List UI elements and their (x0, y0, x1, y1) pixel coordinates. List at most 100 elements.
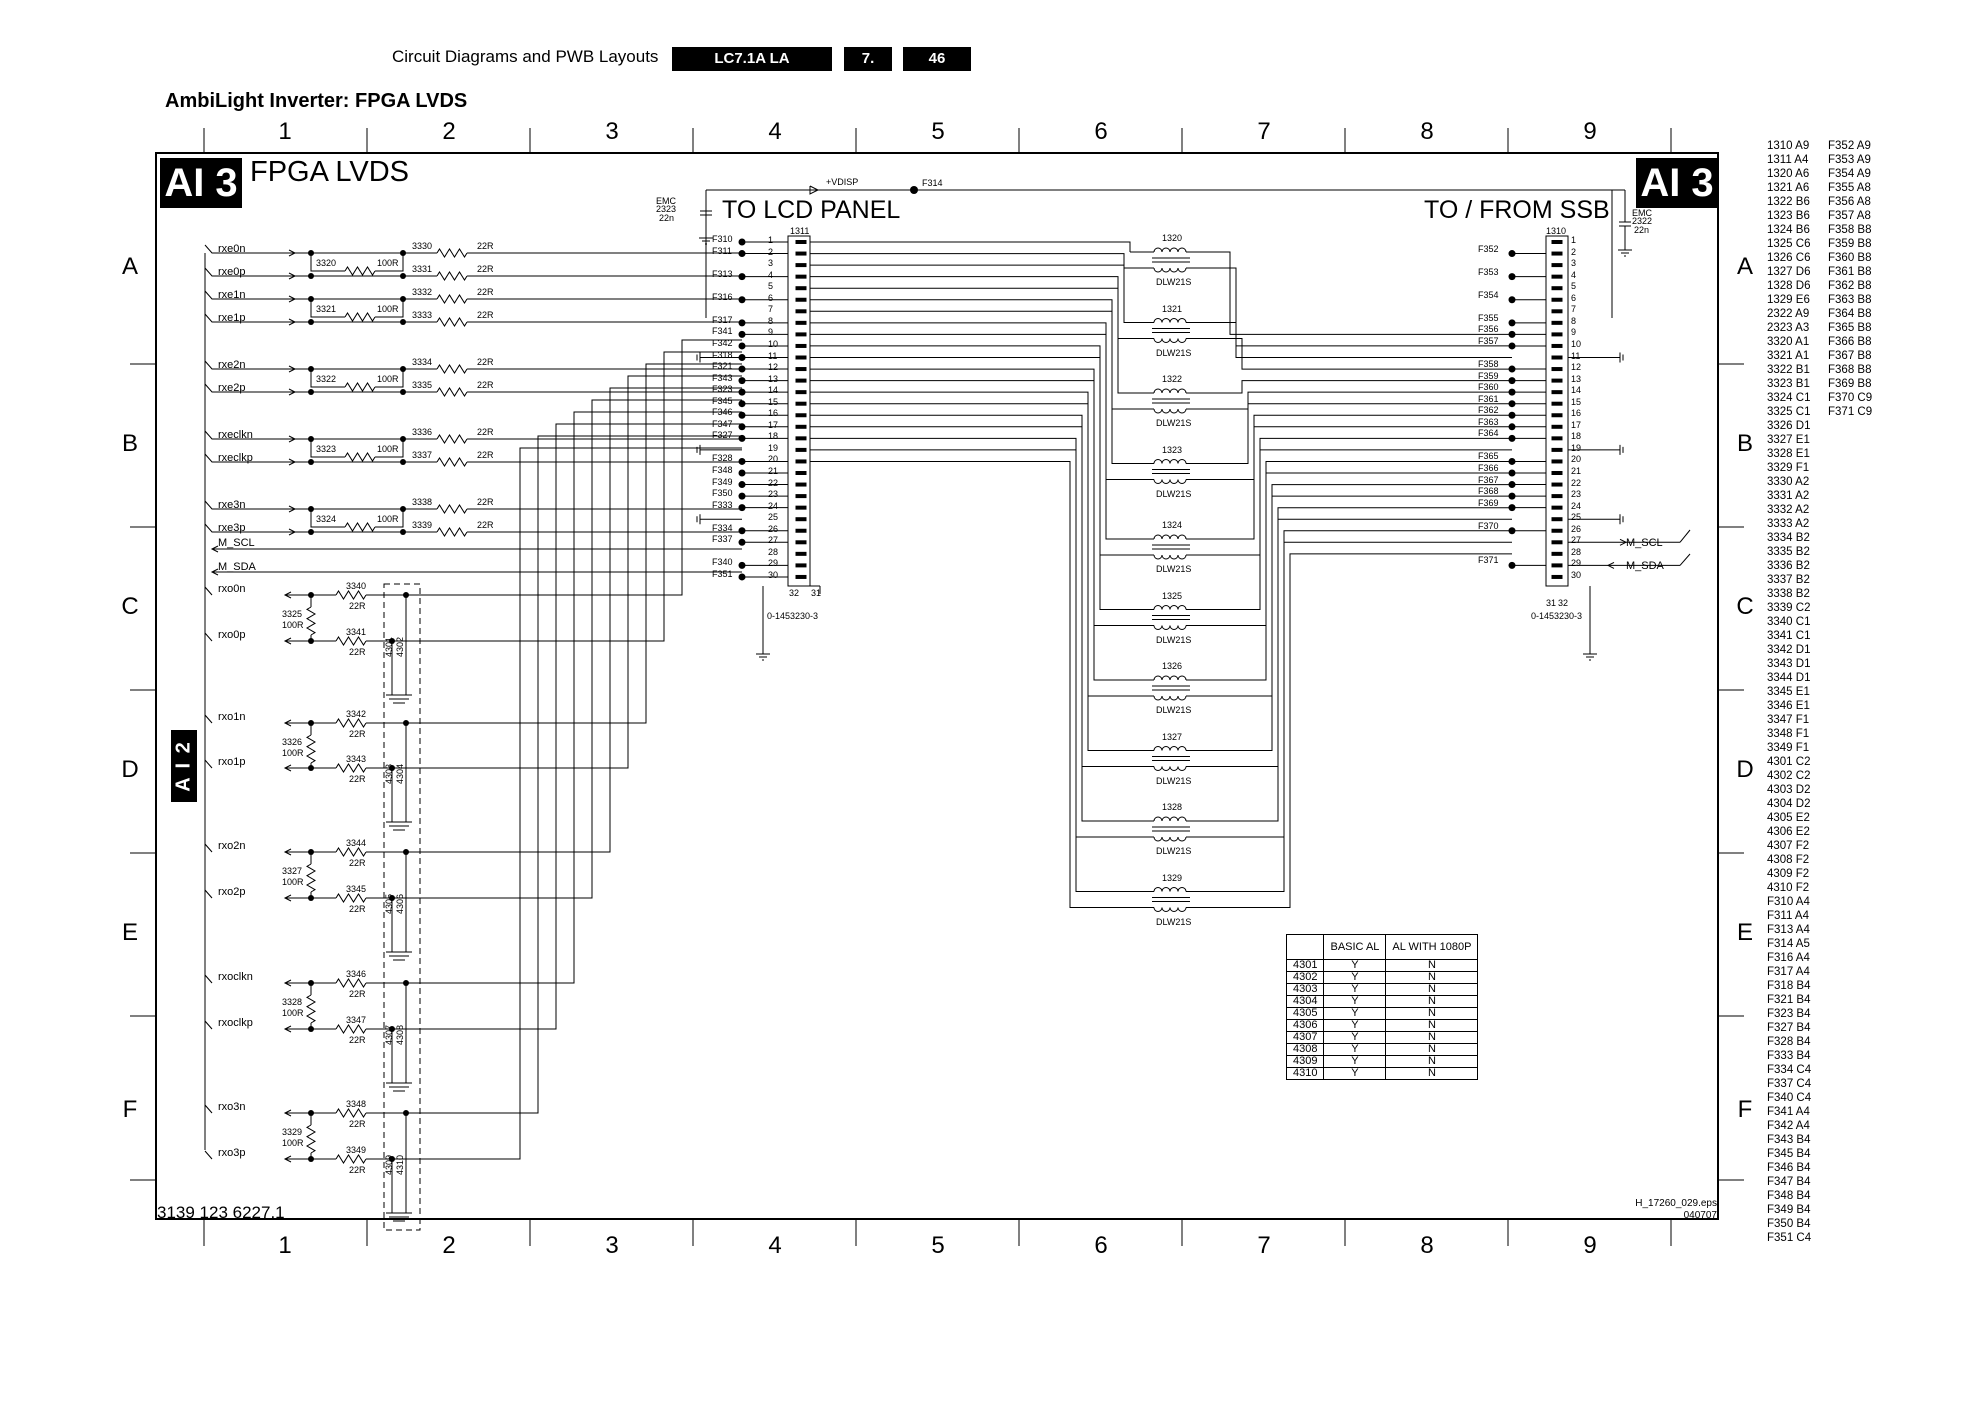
choke-1329-coil (1161, 887, 1171, 892)
header-model: LC7.1A LA (672, 47, 832, 71)
choke-wire (810, 403, 1130, 751)
diagram-badge-left: AI 3 (160, 158, 242, 208)
fuse-F347: F347 (712, 418, 733, 429)
cap-4309: 4309 (384, 1154, 394, 1175)
connector-1310-pin-number: 3 (1571, 258, 1577, 269)
config-header-cell: AL WITH 1080P (1385, 934, 1479, 960)
resistor-3344-ref: 3344 (346, 838, 367, 848)
choke-1320-coil (1153, 267, 1163, 273)
choke-wire (810, 287, 1130, 394)
connector-1311-pin (795, 424, 807, 429)
reference-entry: 3338 B2 (1767, 588, 1810, 600)
reference-entry: 3334 B2 (1767, 532, 1810, 544)
grid-col-bottom-8: 8 (1420, 1232, 1434, 1259)
connector-1311-pin-number: 12 (768, 362, 779, 373)
signal-rxo1p: rxo1p (218, 756, 246, 768)
choke-1328-coil (1153, 816, 1163, 822)
arrow (283, 1025, 292, 1033)
connector-1310-pin (1551, 401, 1563, 406)
resistor-3346 (335, 978, 367, 988)
connector-1310-pin-number: 12 (1571, 362, 1582, 373)
config-cell: Y (1323, 971, 1387, 984)
signal-rxe3p: rxe3p (218, 522, 246, 534)
choke-wire (1210, 461, 1512, 626)
choke-1326-coil (1169, 675, 1179, 681)
choke-1324-coil (1177, 534, 1187, 540)
connector-1311-pin-number: 2 (768, 246, 774, 257)
signal-rxo3p: rxo3p (218, 1147, 246, 1159)
signal-rxo1n: rxo1n (218, 711, 246, 723)
resistor-3331 (436, 271, 468, 281)
wire (375, 439, 404, 458)
grid-row-right-F: F (1737, 1096, 1753, 1123)
fuse-F345: F345 (712, 395, 733, 406)
reference-entry: F349 B4 (1767, 1204, 1811, 1216)
reference-entry: F366 B8 (1828, 336, 1872, 348)
reference-entry: F351 C4 (1767, 1232, 1812, 1244)
choke-1324-coil (1169, 554, 1179, 560)
fuse-F349: F349 (712, 476, 733, 487)
config-cell: 4304 (1285, 995, 1325, 1008)
cap-4301: 4301 (384, 636, 394, 657)
resistor-3336 (436, 434, 468, 444)
connector-1310-pin (1551, 390, 1563, 395)
grid-col-bottom-7: 7 (1257, 1232, 1271, 1259)
choke-1327-coil (1177, 746, 1187, 751)
choke-1328-coil (1169, 816, 1179, 822)
connector-1311-pin-number: 10 (768, 338, 779, 349)
fuse-F366: F366 (1478, 463, 1499, 473)
connector-1311-pin (795, 240, 807, 244)
choke-1320-coil (1161, 247, 1171, 253)
reference-entry: 3340 C1 (1767, 616, 1811, 628)
signal-arrow (204, 843, 213, 853)
connector-1310-pin (1551, 482, 1563, 487)
fuse-F313: F313 (712, 268, 733, 279)
choke-1321-coil (1153, 318, 1163, 323)
choke-1327-type: DLW21S (1156, 775, 1192, 786)
fuse-F350: F350 (712, 488, 733, 499)
connector-1310-pin-number: 19 (1571, 442, 1582, 453)
reference-entry: F362 B8 (1828, 280, 1872, 292)
config-cell: Y (1323, 1031, 1387, 1044)
choke-1320-coil (1153, 247, 1163, 253)
arrow (283, 848, 292, 856)
signal-rxo3n: rxo3n (218, 1101, 246, 1113)
connector-1310-pin-number: 22 (1571, 477, 1582, 488)
junction-dot (308, 459, 314, 465)
connector-1310 (1545, 235, 1569, 587)
reference-entry: F363 B8 (1828, 294, 1872, 306)
eps-label: H_17260_029.eps 040707 (1635, 1198, 1717, 1221)
connector-1311-pin (795, 528, 807, 533)
resistor-3323 (344, 452, 376, 462)
fuse-F361: F361 (1478, 393, 1499, 404)
choke-wire (1210, 403, 1512, 464)
arrow (283, 591, 292, 599)
choke-wire (1210, 449, 1512, 610)
reference-entry: F328 B4 (1767, 1036, 1811, 1048)
connector-1311-pin-number: 11 (768, 350, 778, 361)
document-number: 3139 123 6227.1 (157, 1203, 285, 1222)
connector-1311-pin (795, 574, 807, 579)
reference-entry: 3343 D1 (1767, 658, 1811, 670)
choke-wire (1210, 391, 1512, 410)
resistor-3334 (436, 364, 468, 374)
grid-col-top-1: 1 (278, 118, 292, 145)
connector-1310-pin (1551, 563, 1563, 568)
wire (366, 363, 742, 724)
choke-1323-coil (1153, 459, 1163, 464)
reference-entry: F345 B4 (1767, 1148, 1811, 1160)
reference-entry: 3320 A1 (1767, 336, 1810, 348)
resistor-3335 (436, 387, 468, 397)
reference-entry: 3329 F1 (1767, 462, 1810, 474)
choke-wire (810, 253, 1130, 269)
resistor-3324-ref: 3324 (316, 514, 337, 524)
choke-1325-coil (1153, 625, 1163, 630)
m-sda-left: M_SDA (218, 561, 256, 573)
connector-1311-pin (795, 343, 807, 348)
reference-entry: 3344 D1 (1767, 672, 1811, 684)
connector-1311-pin (795, 517, 807, 522)
connector-1311-pin-number: 4 (768, 269, 774, 280)
resistor-3321-val: 100R (377, 304, 399, 314)
